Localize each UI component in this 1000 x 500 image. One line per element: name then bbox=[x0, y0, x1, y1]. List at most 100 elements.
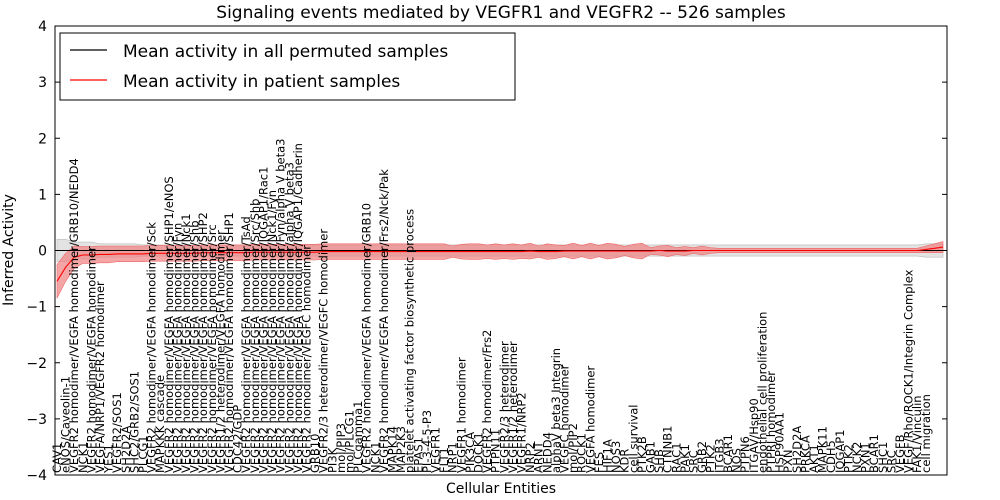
y-tick-label: 3 bbox=[38, 75, 47, 91]
x-category-label: cell survival bbox=[626, 404, 640, 473]
x-category-label: NCK1 bbox=[368, 442, 382, 474]
x-category-label: VEGFR2 homodimer/Frs2 bbox=[480, 330, 494, 473]
x-category-label: AKT1 bbox=[807, 444, 821, 473]
x-category-label: NRP2 bbox=[523, 442, 537, 473]
y-tick-label: −4 bbox=[26, 468, 47, 484]
x-category-label: SH2D2A bbox=[119, 426, 133, 473]
x-category-label: HSP90AA1 bbox=[773, 412, 787, 473]
x-category-label: VEGFR2 homodimer/VEGFA homodimer/Shb bbox=[188, 220, 202, 473]
x-category-label: NRP1 bbox=[446, 442, 460, 473]
x-category-label: VEGFR2 homodimer/VEGFA homodimer/GRB10/N… bbox=[67, 158, 81, 473]
x-category-label: mol/PIP2 bbox=[566, 423, 580, 473]
x-category-label: KDR bbox=[618, 449, 632, 473]
x-category-label: VEGFR2/3 heterodimer bbox=[497, 341, 511, 473]
x-category-label: CAV1 bbox=[50, 443, 64, 473]
legend: Mean activity in all permuted samples Me… bbox=[59, 32, 516, 101]
x-category-label: cell migration bbox=[919, 394, 933, 473]
x-category-label: PTPN6 bbox=[738, 436, 752, 473]
y-tick-label: −1 bbox=[26, 300, 47, 316]
x-category-label: VEGFR2 homodimer/VEGFA homodimer/IQGAP1/… bbox=[291, 143, 305, 473]
x-category-label: MAPKKK cascade bbox=[153, 375, 167, 473]
x-category-label: VEGFR2 homodimer/VEGFA homodimer/Nck1 bbox=[179, 213, 193, 473]
x-category-label: SHC1 bbox=[876, 442, 890, 473]
x-category-label: FES bbox=[592, 452, 606, 473]
x-category-label: PTK2 bbox=[704, 444, 718, 473]
x-category-label: mol/PLCG1 bbox=[343, 410, 357, 473]
x-category-label: eNOS/Caveolin-1 bbox=[59, 376, 73, 473]
x-category-label: PXN bbox=[781, 450, 795, 473]
x-category-label: VEGFR2/3 heterodimer/VEGFC homodimer bbox=[317, 229, 331, 473]
x-category-label: MAP2K3 bbox=[394, 426, 408, 473]
x-category-label: FLT1 bbox=[437, 447, 451, 473]
x-category-label: VEGFR2 homodimer/VEGFA homodimer/Nck1/Fy… bbox=[265, 190, 279, 473]
x-category-label: VEGFR2 homodimer/VEGFA homodimer/GRB10 bbox=[360, 203, 374, 473]
x-category-label: VEGFR2 homodimer/VEGFA homodimer/SHP1 bbox=[222, 212, 236, 473]
y-tick-label: 2 bbox=[38, 131, 47, 147]
legend-label-permuted: Mean activity in all permuted samples bbox=[123, 42, 448, 62]
x-category-label: NOS bbox=[730, 448, 744, 473]
plot-frame bbox=[54, 25, 948, 476]
x-category-label: VEGFA/NRP1/VEGFR2 homodimer bbox=[93, 281, 107, 473]
x-category-label: RAC1 bbox=[669, 442, 683, 473]
x-category-label: BCAR1 bbox=[867, 434, 881, 473]
y-tick-label: 4 bbox=[38, 19, 47, 35]
x-category-label: VEGFR1/NRP2 bbox=[515, 392, 529, 473]
x-category-label: VEGFR2 homodimer/VEGFA homodimer/Frs2/Nc… bbox=[377, 169, 391, 473]
x-category-label: VEGFR1 bbox=[429, 427, 443, 473]
x-category-label: YES1 bbox=[102, 444, 116, 474]
x-category-label: ITGB3 bbox=[712, 438, 726, 473]
x-category-label: PIK3CA bbox=[463, 432, 477, 473]
x-category-label: VEGFR2 homodimer/VEGFA homodimer/Sck bbox=[145, 222, 159, 473]
x-category-label: NCK1 bbox=[76, 442, 90, 474]
x-category-label: mol/PIP3 bbox=[334, 423, 348, 473]
x-category-label: PLCG1 bbox=[136, 435, 150, 473]
x-category-label: NEDD4 bbox=[540, 432, 554, 473]
x-category-label: VEGFR2 homodimer/VEGFA homodimer/Fyn bbox=[170, 223, 184, 473]
y-tick-label: −2 bbox=[26, 356, 47, 372]
x-category-label: SH2D2A bbox=[790, 426, 804, 473]
x-category-label: BCAR1 bbox=[721, 434, 735, 473]
x-category-label: alphaV beta3 Integrin bbox=[549, 348, 563, 473]
x-category-label: platelet activating factor biosynthetic … bbox=[403, 209, 417, 473]
x-category-label: EPAS1 bbox=[411, 437, 425, 473]
x-category-label: SHB bbox=[652, 449, 666, 473]
x-category-label: SHC2/GRB2/SOS1 bbox=[127, 371, 141, 473]
series-lines bbox=[56, 246, 944, 282]
x-category-label: VEGFR2 homodimer/VEGFA homodimer/alpha V… bbox=[282, 162, 296, 473]
x-category-label: PTK2B bbox=[635, 436, 649, 473]
x-category-label: VEGFR2 homodimer/VEGFC homodimer bbox=[300, 245, 314, 473]
x-category-label: ARNT bbox=[532, 441, 546, 473]
x-category-label: VEGFR1/2 heterodimer bbox=[506, 341, 520, 473]
x-category-label: HIF1A bbox=[601, 439, 615, 473]
x-category-label: NCK2 bbox=[850, 442, 864, 474]
x-category-label: VEGFR2 homodimer/VEGFA homodimer/SHP1/eN… bbox=[162, 176, 176, 473]
x-category-label: VEGFB bbox=[893, 434, 907, 473]
x-category-label: IQGAP1 bbox=[833, 430, 847, 473]
patient-band bbox=[56, 241, 944, 299]
x-category-label: CDC42/GDP bbox=[231, 405, 245, 473]
x-category-label: PRKCA bbox=[798, 435, 812, 473]
x-category-label: VEGFR2 homodimer/VEGFA homodimer bbox=[84, 246, 98, 473]
x-category-label: FAK1/Vinculin bbox=[910, 395, 924, 473]
x-category-label: CDH5 bbox=[824, 440, 838, 473]
x-category-label: NOS3 bbox=[609, 441, 623, 473]
x-category-label: GRB10 bbox=[308, 434, 322, 473]
x-category-label: ITGAV/Hsp90 bbox=[747, 398, 761, 473]
x-category-label: VEGFR2 homodimer/VEGFA homodimer/SHP2 bbox=[196, 212, 210, 473]
x-category-label: endothelial cell proliferation bbox=[755, 312, 769, 473]
legend-box bbox=[59, 32, 516, 101]
x-category-label: MAPK11 bbox=[816, 426, 830, 473]
x-category-label: ROCK1 bbox=[575, 433, 589, 473]
x-category-label: SRC bbox=[884, 450, 898, 473]
x-category-label: VEGFA homodimer bbox=[583, 366, 597, 473]
x-category-label: VEGFR2 homodimer/VEGFA homodimer/Src/Shb bbox=[248, 199, 262, 473]
x-category-label: SRC bbox=[687, 450, 701, 473]
x-category-label: CTNNB1 bbox=[661, 426, 675, 473]
x-axis-title: Cellular Entities bbox=[446, 481, 556, 497]
x-category-label: VEGFR2 homodimer/VEGFA homodimer/Src bbox=[205, 224, 219, 473]
y-axis-title: Inferred Activity bbox=[1, 194, 17, 306]
x-category-label: VEGFR2 homodimer/VEGFA homodimer/Fyn/alp… bbox=[274, 139, 288, 473]
